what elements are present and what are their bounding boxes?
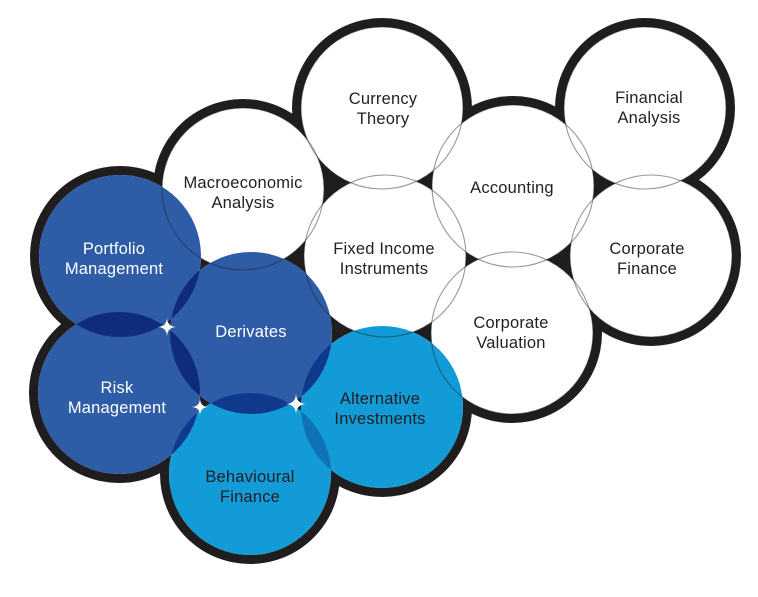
arc-corporate_valuation: [430, 251, 594, 415]
inner-arc-layer: [161, 26, 733, 415]
base-accounting: [432, 105, 594, 267]
base-corporate_finance: [570, 175, 732, 337]
circle-behavioural_finance: [169, 393, 331, 555]
base-currency_theory: [301, 27, 463, 189]
junction-sparkle-icon: [157, 317, 177, 337]
circle-alternative_investments: [301, 326, 463, 488]
junction-sparkle-icon: [191, 398, 209, 416]
arc-fixed_income_instruments: [303, 174, 467, 338]
arc-accounting: [431, 104, 595, 268]
arc-macroeconomic_analysis: [161, 107, 325, 271]
label-accounting: Accounting: [470, 179, 554, 197]
circle-risk_management: [38, 312, 200, 474]
arc-currency_theory: [300, 26, 464, 190]
circle-derivates: [170, 252, 332, 414]
circle-fill-layer: [38, 175, 463, 555]
base-macroeconomic_analysis: [162, 108, 324, 270]
base-financial_analysis: [564, 27, 726, 189]
sparkle-layer: [157, 317, 307, 416]
base-fixed_income_instruments: [304, 175, 466, 337]
base-corporate_valuation: [431, 252, 593, 414]
junction-sparkle-icon: [285, 393, 307, 415]
arc-corporate_finance: [569, 174, 733, 338]
circle-portfolio_management: [39, 175, 201, 337]
arc-financial_analysis: [563, 26, 727, 190]
label-derivates: Derivates: [215, 323, 287, 341]
